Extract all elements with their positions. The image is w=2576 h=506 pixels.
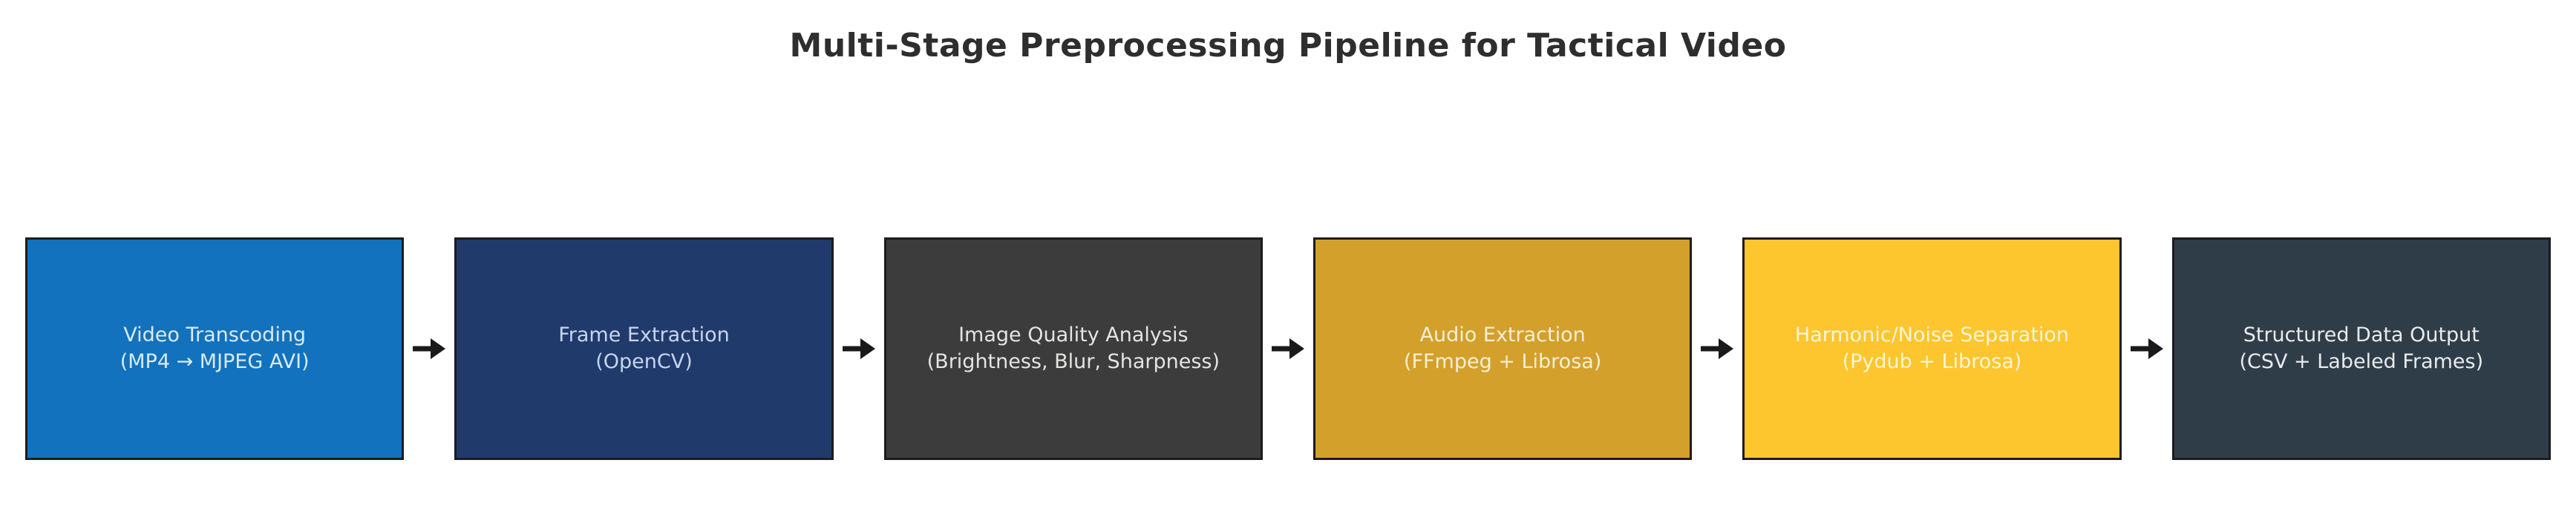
- stage-audio-extraction: Audio Extraction (FFmpeg + Librosa): [1312, 237, 1693, 460]
- stage-title: Video Transcoding: [123, 323, 307, 346]
- stage-title: Structured Data Output: [2243, 323, 2479, 346]
- stage-frame-extraction: Frame Extraction (OpenCV): [454, 237, 834, 460]
- stage-title: Audio Extraction: [1419, 323, 1586, 346]
- flow-arrow-icon: [404, 237, 454, 460]
- stage-subtitle: (Pydub + Librosa): [1842, 350, 2022, 373]
- stage-subtitle: (OpenCV): [595, 350, 693, 373]
- stage-structured-data-output: Structured Data Output (CSV + Labeled Fr…: [2171, 237, 2551, 460]
- stage-title: Harmonic/Noise Separation: [1794, 323, 2070, 346]
- stage-harmonic-noise-separation: Harmonic/Noise Separation (Pydub + Libro…: [1742, 237, 2122, 460]
- stage-subtitle: (FFmpeg + Librosa): [1403, 350, 1602, 373]
- flow-arrow-icon: [1263, 237, 1313, 460]
- flow-arrow-icon: [1692, 237, 1742, 460]
- stage-subtitle: (MP4 → MJPEG AVI): [120, 350, 310, 373]
- stage-title: Frame Extraction: [558, 323, 730, 346]
- flow-arrow-icon: [834, 237, 884, 460]
- pipeline-row: Video Transcoding (MP4 → MJPEG AVI) Fram…: [25, 237, 2551, 460]
- diagram-title: Multi-Stage Preprocessing Pipeline for T…: [789, 27, 1787, 65]
- stage-title: Image Quality Analysis: [958, 323, 1189, 346]
- stage-video-transcoding: Video Transcoding (MP4 → MJPEG AVI): [25, 237, 405, 460]
- stage-subtitle: (CSV + Labeled Frames): [2239, 350, 2484, 373]
- flow-arrow-icon: [2122, 237, 2172, 460]
- stage-subtitle: (Brightness, Blur, Sharpness): [926, 350, 1220, 373]
- stage-image-quality-analysis: Image Quality Analysis (Brightness, Blur…: [883, 237, 1263, 460]
